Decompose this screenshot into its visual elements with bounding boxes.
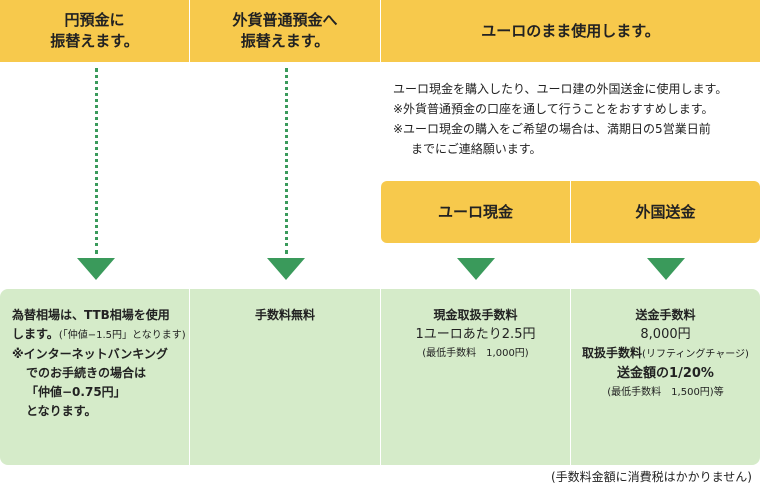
yen-line4: でのお手続きの場合は	[26, 366, 147, 380]
panel-cash: 現金取扱手数料 1ユーロあたり2.5円 (最低手数料 1,000円)	[381, 289, 570, 465]
yen-line1: 為替相場は、TTB相場を使用	[12, 308, 170, 322]
down-arrow-fc	[267, 258, 305, 280]
panel-remit: 送金手数料 8,000円 取扱手数料(リフティングチャージ) 送金額の1/20%…	[571, 289, 760, 465]
header-euro-use: ユーロのまま使用します。	[381, 0, 760, 62]
panel-yen: 為替相場は、TTB相場を使用 します。(「仲値−1.5円」となります) ※インタ…	[0, 289, 189, 465]
down-arrow-yen	[77, 258, 115, 280]
yen-line6: となります。	[26, 404, 97, 418]
remit-line3b: (リフティングチャージ)	[642, 349, 749, 360]
header-euro-label: ユーロのまま使用します。	[481, 21, 660, 40]
subheader-remittance-label: 外国送金	[635, 202, 696, 221]
header-fc-deposit: 外貨普通預金へ 振替えます。	[190, 0, 380, 62]
subheader-remittance: 外国送金	[571, 181, 760, 243]
yen-line2b: (「仲値−1.5円」となります)	[58, 330, 186, 341]
header-yen-line2: 振替えます。	[50, 32, 139, 50]
dotted-connector-yen	[95, 68, 98, 254]
header-yen-deposit: 円預金に 振替えます。	[0, 0, 189, 62]
cash-line3: (最低手数料 1,000円)	[422, 348, 529, 359]
remit-line1: 送金手数料	[635, 308, 696, 322]
dotted-connector-fc	[285, 68, 288, 254]
remit-line3a: 取扱手数料	[582, 346, 643, 360]
euro-note-4: までにご連絡願います。	[411, 142, 542, 156]
remit-line5: (最低手数料 1,500円)等	[607, 387, 724, 398]
euro-notes: ユーロ現金を購入したり、ユーロ建の外国送金に使用します。 ※外貨普通預金の口座を…	[393, 79, 758, 159]
yen-line5: 「仲値−0.75円」	[26, 385, 126, 399]
down-arrow-cash	[457, 258, 495, 280]
remit-line2: 8,000円	[640, 327, 691, 342]
euro-note-1: ユーロ現金を購入したり、ユーロ建の外国送金に使用します。	[393, 82, 728, 96]
yen-line2a: します。	[12, 327, 59, 341]
header-fc-line1: 外貨普通預金へ	[232, 11, 338, 29]
subheader-euro-cash-label: ユーロ現金	[437, 202, 513, 221]
header-fc-line2: 振替えます。	[240, 32, 330, 50]
cash-line1: 現金取扱手数料	[433, 308, 518, 322]
cash-line2: 1ユーロあたり2.5円	[415, 327, 536, 342]
panel-fc: 手数料無料	[190, 289, 380, 465]
euro-note-2: ※外貨普通預金の口座を通して行うことをおすすめします。	[393, 102, 714, 116]
euro-note-3: ※ユーロ現金の購入をご希望の場合は、満期日の5営業日前	[393, 122, 711, 136]
subheader-euro-cash: ユーロ現金	[381, 181, 570, 243]
fc-line1: 手数料無料	[254, 308, 315, 322]
down-arrow-remit	[647, 258, 685, 280]
remit-line4: 送金額の1/20%	[617, 366, 714, 381]
header-yen-line1: 円預金に	[64, 11, 125, 29]
tax-footnote: (手数料金額に消費税はかかりません)	[550, 470, 752, 484]
yen-line3: ※インターネットバンキング	[12, 347, 168, 361]
